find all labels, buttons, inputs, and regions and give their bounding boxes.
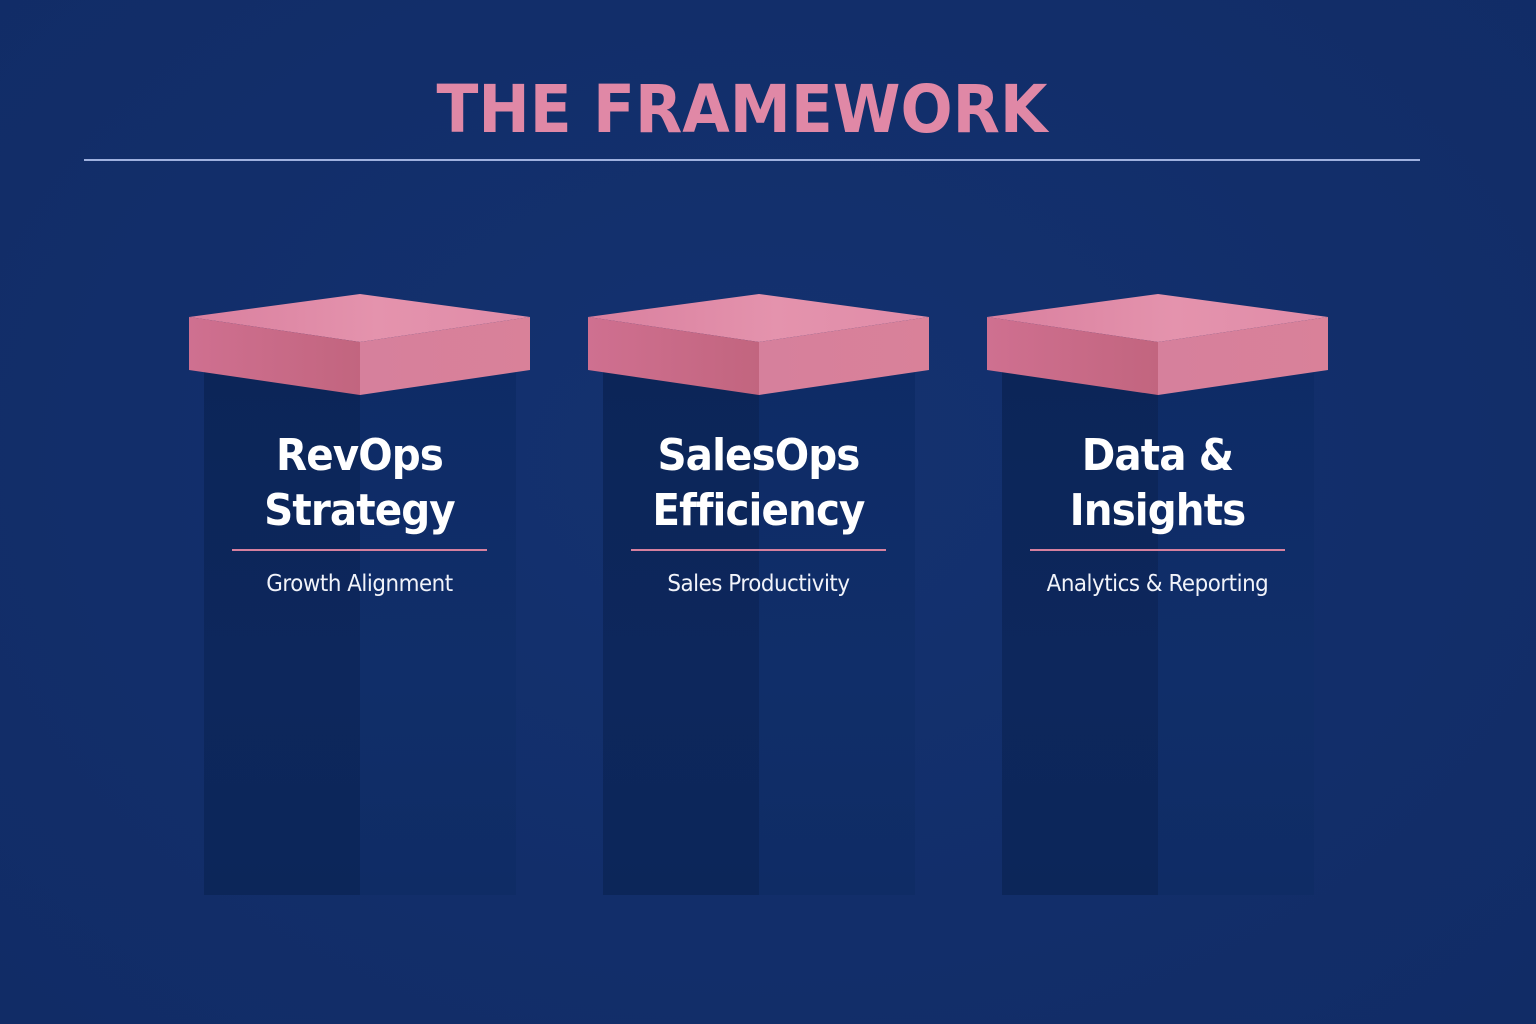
- slide-title: THE FRAMEWORK: [436, 71, 1048, 148]
- pillar-body-left-face: [1002, 354, 1158, 895]
- pillar-heading-line1: RevOps: [275, 430, 444, 481]
- pillar-heading-line2: Insights: [1069, 485, 1247, 536]
- pillar-data-insights: Data & Insights Analytics & Reporting: [987, 294, 1328, 896]
- pillar-heading: Data & Insights: [1001, 428, 1315, 538]
- pillar-heading-line1: Data &: [1081, 430, 1234, 481]
- pillar-heading: SalesOps Efficiency: [602, 428, 916, 538]
- pillar-subtitle: Analytics & Reporting: [1046, 571, 1269, 597]
- title-divider: [84, 159, 1420, 161]
- pillar-cap-icon: [987, 294, 1328, 395]
- pillar-heading: RevOps Strategy: [203, 428, 517, 538]
- pillar-cap-icon: [588, 294, 929, 395]
- pillar-body-right-face: [759, 354, 915, 895]
- pillar-body-left-face: [204, 354, 360, 895]
- pillar-divider: [1030, 549, 1285, 551]
- pillar-cap-icon: [189, 294, 530, 395]
- pillar-heading-line2: Strategy: [264, 485, 456, 536]
- pillar-body-left-face: [603, 354, 759, 895]
- pillar-body-right-face: [1158, 354, 1314, 895]
- pillar-divider: [232, 549, 487, 551]
- pillar-subtitle: Growth Alignment: [266, 571, 453, 597]
- pillar-salesops-efficiency: SalesOps Efficiency Sales Productivity: [588, 294, 929, 896]
- pillar-body-right-face: [360, 354, 516, 895]
- pillar-heading-line1: SalesOps: [657, 430, 860, 481]
- pillar-subtitle: Sales Productivity: [667, 571, 850, 597]
- pillar-revops-strategy: RevOps Strategy Growth Alignment: [189, 294, 530, 896]
- pillar-heading-line2: Efficiency: [652, 485, 865, 536]
- pillar-divider: [631, 549, 886, 551]
